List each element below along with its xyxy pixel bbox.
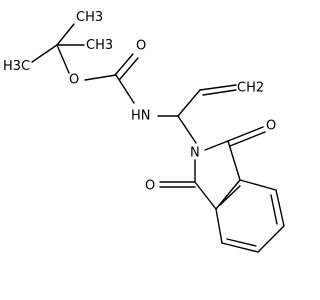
bond-ch-to-vinyl-ch [177, 89, 201, 117]
bond-n-to-c1 [204, 140, 229, 151]
label-ch3-top: CH3 [76, 10, 103, 25]
bond-vinyl-double-b [202, 89, 237, 96]
bond-c5-to-c4 [221, 242, 259, 253]
label-ch2: CH2 [237, 81, 264, 96]
bond-c1-o-double-b [229, 131, 266, 147]
label-carbonyl-oxygen: O [136, 39, 146, 54]
bond-carbonyl-c-to-nh [115, 74, 135, 104]
atom-labels: CH3 H3C CH3 O O HN N O O CH2 [3, 10, 276, 194]
bond-inner-c5-c4 [226, 238, 257, 247]
bond-c6-to-c5 [257, 225, 285, 253]
bond-carbonyl-c-to-o-double-b [119, 57, 139, 80]
tert-butyl-group [31, 23, 85, 74]
label-ether-oxygen: O [69, 73, 79, 88]
bond-c1-o-double-a [227, 126, 264, 142]
label-nh: HN [131, 109, 151, 124]
bond-quaternary-to-h3c [31, 44, 58, 63]
bond-ch-to-n [177, 115, 197, 144]
bond-ether-o-to-carbonyl-c [84, 74, 117, 81]
label-imide-oxygen-top: O [266, 119, 276, 134]
bond-vinyl-double-a [199, 84, 237, 91]
bond-inner-c3a-c7a [219, 185, 241, 206]
bond-c1-to-c7a [227, 140, 241, 181]
bond-c7-to-c6 [275, 189, 285, 227]
bond-c3-to-c3a [194, 181, 217, 210]
bond-c7a-to-c7 [239, 179, 277, 191]
bond-carbonyl-c-to-o-double-a [114, 53, 134, 76]
label-ch3-mid: CH3 [86, 38, 113, 53]
carbamate-group [84, 53, 139, 104]
structure-canvas: CH3 H3C CH3 O O HN N O O CH2 [3, 9, 285, 253]
phthalimide-group [159, 126, 266, 210]
benzene-ring [215, 179, 285, 253]
allyl-center [157, 84, 237, 144]
chemical-structure-diagram: CH3 H3C CH3 O O HN N O O CH2 [3, 10, 285, 253]
label-h3c: H3C [3, 59, 30, 74]
bond-c4-to-c3a [215, 208, 223, 244]
label-imide-nitrogen: N [190, 146, 200, 161]
bond-quaternary-to-ether-o [56, 44, 70, 74]
bond-inner-c7-c6 [270, 194, 278, 225]
label-imide-oxygen-bottom: O [145, 179, 155, 194]
bond-quaternary-to-ch3-top [56, 23, 75, 46]
